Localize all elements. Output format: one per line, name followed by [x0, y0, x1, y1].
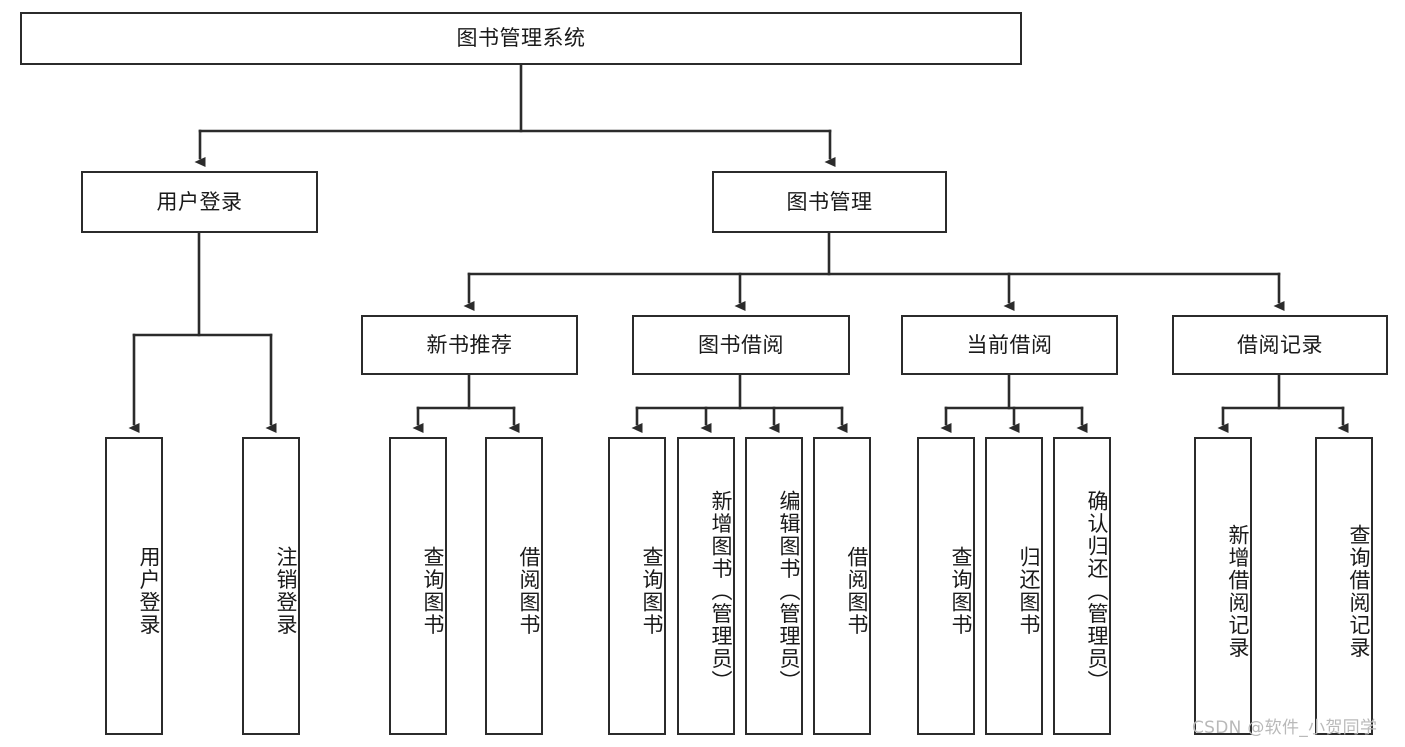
leaf-query-book-3-label: 查询图书 [949, 546, 973, 636]
leaf-borrow-book-1[interactable]: 借阅图书 [485, 437, 543, 735]
node-book-borrow[interactable]: 图书借阅 [632, 315, 850, 375]
node-borrow-record[interactable]: 借阅记录 [1172, 315, 1388, 375]
leaf-add-record-label: 新增借阅记录 [1226, 523, 1250, 659]
leaf-logout-label: 注销登录 [274, 546, 298, 636]
node-borrow-record-label: 借阅记录 [1237, 332, 1323, 357]
leaf-user-login[interactable]: 用户登录 [105, 437, 163, 735]
leaf-user-login-label: 用户登录 [137, 546, 161, 636]
leaf-query-book-3[interactable]: 查询图书 [917, 437, 975, 735]
leaf-logout[interactable]: 注销登录 [242, 437, 300, 735]
leaf-return-book-label: 归还图书 [1017, 546, 1041, 636]
node-book-manage-label: 图书管理 [786, 189, 873, 214]
leaf-borrow-book-2[interactable]: 借阅图书 [813, 437, 871, 735]
leaf-query-book-2-label: 查询图书 [640, 546, 664, 636]
leaf-return-book[interactable]: 归还图书 [985, 437, 1043, 735]
leaf-query-record-label: 查询借阅记录 [1347, 523, 1371, 659]
leaf-query-book-1-label: 查询图书 [421, 546, 445, 636]
leaf-query-book-1[interactable]: 查询图书 [389, 437, 447, 735]
leaf-add-book[interactable]: 新增图书（管理员） [677, 437, 735, 735]
node-current-borrow-label: 当前借阅 [966, 332, 1053, 357]
node-book-manage[interactable]: 图书管理 [712, 171, 947, 233]
node-user-login-label: 用户登录 [156, 189, 243, 214]
leaf-edit-book[interactable]: 编辑图书（管理员） [745, 437, 803, 735]
node-user-login[interactable]: 用户登录 [81, 171, 318, 233]
node-current-borrow[interactable]: 当前借阅 [901, 315, 1118, 375]
leaf-add-book-label: 新增图书（管理员） [709, 489, 733, 693]
leaf-borrow-book-1-label: 借阅图书 [517, 546, 541, 636]
node-new-book-rec-label: 新书推荐 [426, 332, 513, 357]
leaf-confirm-return[interactable]: 确认归还（管理员） [1053, 437, 1111, 735]
leaf-confirm-return-label: 确认归还（管理员） [1085, 489, 1109, 693]
leaf-add-record[interactable]: 新增借阅记录 [1194, 437, 1252, 735]
node-new-book-rec[interactable]: 新书推荐 [361, 315, 578, 375]
node-book-borrow-label: 图书借阅 [698, 332, 784, 357]
leaf-edit-book-label: 编辑图书（管理员） [777, 489, 801, 693]
node-root-label: 图书管理系统 [456, 26, 586, 51]
node-root[interactable]: 图书管理系统 [20, 12, 1022, 65]
csdn-watermark: CSDN @软件_小贺同学 [1192, 718, 1378, 738]
leaf-borrow-book-2-label: 借阅图书 [845, 546, 869, 636]
leaf-query-book-2[interactable]: 查询图书 [608, 437, 666, 735]
leaf-query-record[interactable]: 查询借阅记录 [1315, 437, 1373, 735]
